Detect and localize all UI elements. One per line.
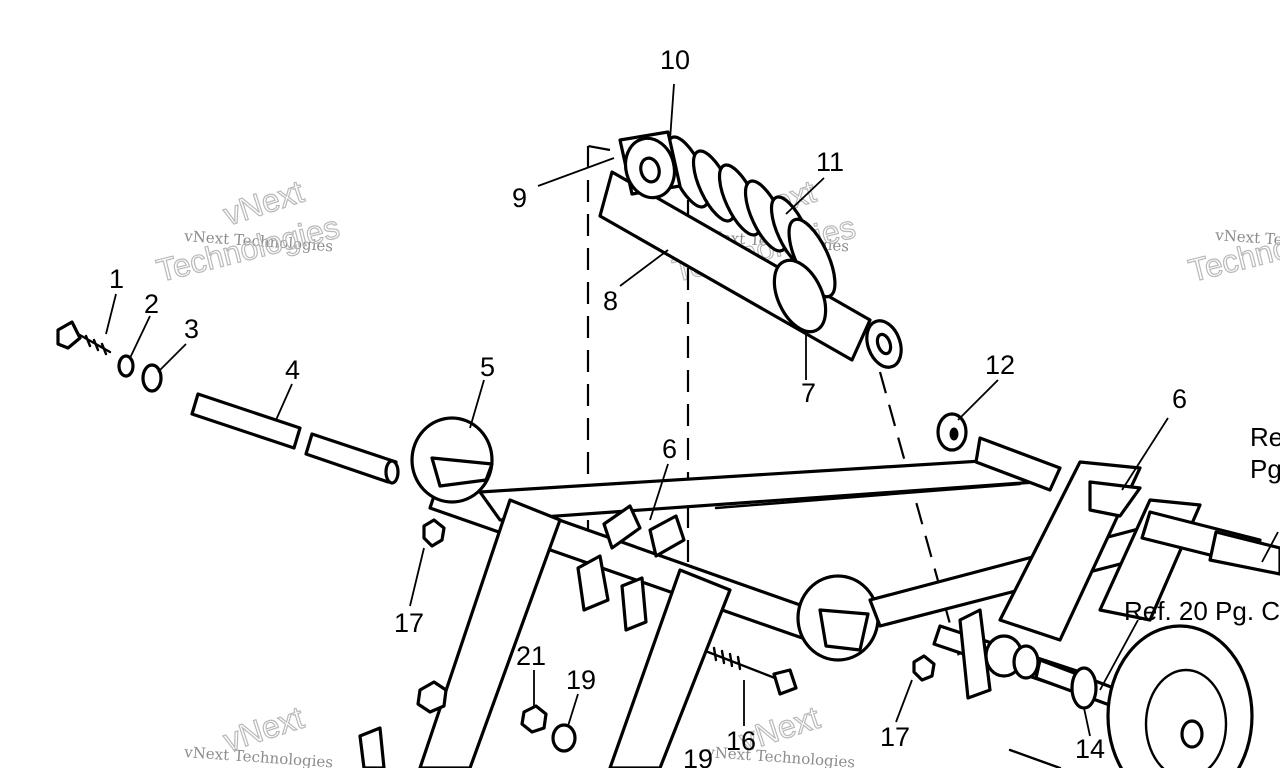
callouts: 1 2 3 4 5 6 6 7 8 9 10 11 12 14 16 17 17… xyxy=(109,45,1187,768)
callout-2: 2 xyxy=(144,289,159,319)
callout-6-left: 6 xyxy=(662,434,677,464)
callout-7: 7 xyxy=(801,378,816,408)
svg-text:Technologies: Technologies xyxy=(1185,209,1280,289)
leader-lines xyxy=(105,83,1279,737)
right-bracket xyxy=(932,436,1280,716)
callout-3: 3 xyxy=(184,314,199,344)
callout-9: 9 xyxy=(512,183,527,213)
nut-17-left xyxy=(422,518,446,548)
callout-10: 10 xyxy=(660,45,690,75)
callout-17-right: 17 xyxy=(880,722,910,752)
bolt-1 xyxy=(56,320,112,356)
ref-re: Re xyxy=(1250,422,1280,452)
washer-12 xyxy=(936,412,968,452)
callout-11: 11 xyxy=(816,147,844,177)
front-arm xyxy=(358,416,1192,768)
callout-17-left: 17 xyxy=(394,608,424,638)
references: Re Pg Ref. 20 Pg. C xyxy=(1124,422,1280,626)
ref-20-pg: Ref. 20 Pg. C xyxy=(1124,596,1280,626)
callout-21: 21 xyxy=(516,641,546,671)
callout-19-bottom: 19 xyxy=(683,744,713,768)
wheel xyxy=(1106,624,1254,768)
washer-19 xyxy=(551,723,577,753)
washer-3 xyxy=(141,363,163,393)
callout-6-right: 6 xyxy=(1172,384,1187,414)
spacer-4 xyxy=(190,392,400,485)
callout-5: 5 xyxy=(480,352,495,382)
nut-17-right xyxy=(912,654,936,682)
watermark-top-right: vNext Technologies Technologies xyxy=(1184,208,1280,289)
callout-16: 16 xyxy=(726,726,756,756)
washer-2 xyxy=(117,354,135,378)
spring xyxy=(665,135,837,334)
callout-4: 4 xyxy=(285,355,300,385)
callout-8: 8 xyxy=(603,286,618,316)
ref-pg: Pg xyxy=(1250,454,1280,484)
callout-14: 14 xyxy=(1075,734,1105,764)
callout-1: 1 xyxy=(109,264,124,294)
watermark-bottom-left: vNext vNext Technologies xyxy=(183,699,334,768)
callout-12: 12 xyxy=(985,350,1015,380)
shock-absorber xyxy=(598,130,903,369)
bolt-16 xyxy=(706,646,798,696)
bolt-lower-right xyxy=(1008,748,1062,768)
callout-19-center: 19 xyxy=(566,665,596,695)
nut-21 xyxy=(520,704,548,734)
watermark-top-left: vNext vNext Technologies Technologies xyxy=(152,173,343,290)
alignment-lines xyxy=(586,144,962,661)
